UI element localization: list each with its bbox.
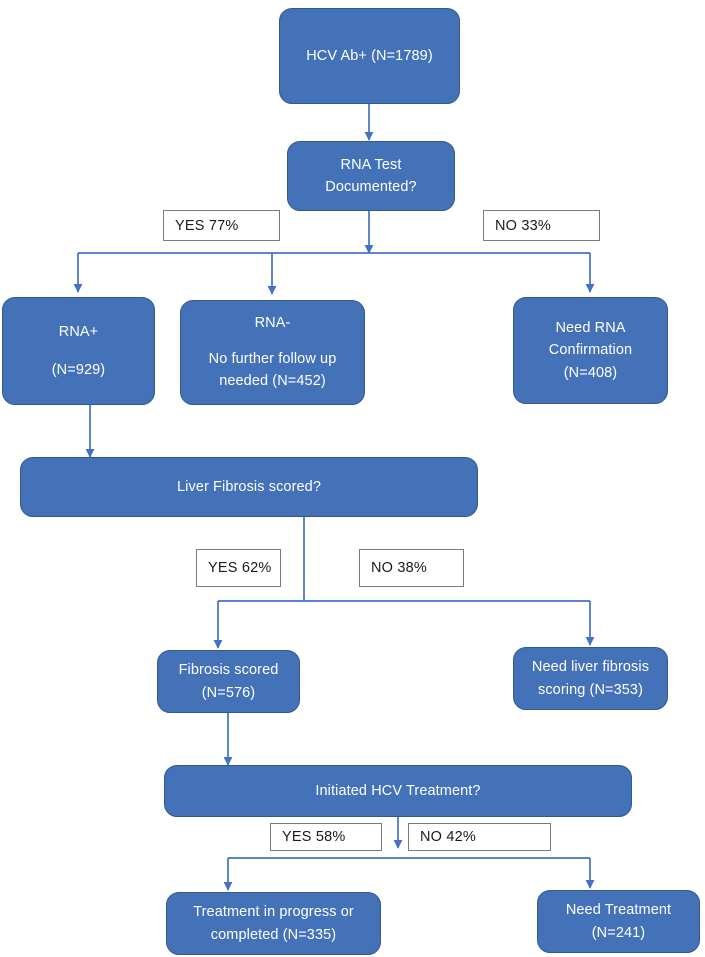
node-fibrosis-scored[interactable]: Fibrosis scored (N=576) <box>157 650 300 713</box>
node-line: scoring (N=353) <box>537 681 644 698</box>
edge-label-fibrosis-yes: YES 62% <box>196 549 281 587</box>
node-liver-fibrosis-scored-question[interactable]: Liver Fibrosis scored? <box>20 457 478 517</box>
node-rna-negative[interactable]: RNA- No further follow up needed (N=452) <box>180 300 365 405</box>
node-line: (N=576) <box>201 684 256 701</box>
node-line: Need Treatment <box>565 902 672 919</box>
node-line: (N=241) <box>591 924 646 941</box>
node-line: (N=929) <box>51 362 106 378</box>
node-line: Fibrosis scored <box>178 662 279 679</box>
node-need-rna-confirmation[interactable]: Need RNA Confirmation (N=408) <box>513 297 668 404</box>
node-line: Need RNA <box>555 319 626 336</box>
node-line: HCV Ab+ (N=1789) <box>306 47 433 64</box>
edge-label-text: NO 38% <box>371 560 427 576</box>
edge-label-text: NO 42% <box>420 829 476 845</box>
node-line: Documented? <box>325 179 417 195</box>
node-line: Confirmation <box>548 342 633 359</box>
node-line: RNA- <box>254 315 291 332</box>
edge-label-rna-yes: YES 77% <box>163 210 280 241</box>
node-treatment-in-progress-or-completed[interactable]: Treatment in progress or completed (N=33… <box>166 892 381 955</box>
node-line: Treatment in progress or <box>193 904 354 921</box>
node-line: RNA+ <box>58 323 99 340</box>
node-line: needed (N=452) <box>219 373 326 390</box>
edge-label-fibrosis-no: NO 38% <box>359 549 464 587</box>
edge-label-treatment-yes: YES 58% <box>270 823 382 851</box>
node-need-liver-fibrosis-scoring[interactable]: Need liver fibrosis scoring (N=353) <box>513 647 668 710</box>
node-need-treatment[interactable]: Need Treatment (N=241) <box>537 890 700 953</box>
edge-label-rna-no: NO 33% <box>483 210 600 241</box>
node-hcv-ab-positive[interactable]: HCV Ab+ (N=1789) <box>279 8 460 104</box>
edge-label-text: YES 62% <box>208 560 272 576</box>
node-rna-positive[interactable]: RNA+ (N=929) <box>2 297 155 405</box>
node-line: No further follow up <box>208 350 337 367</box>
node-line: RNA Test <box>340 156 402 173</box>
edge-label-text: NO 33% <box>495 217 551 234</box>
node-line: Liver Fibrosis scored? <box>176 478 322 495</box>
node-line: Need liver fibrosis <box>531 659 650 676</box>
edge-label-text: YES 77% <box>175 217 239 234</box>
edge-label-treatment-no: NO 42% <box>408 823 551 851</box>
node-line: completed (N=335) <box>210 926 337 943</box>
node-line: Initiated HCV Treatment? <box>315 782 481 799</box>
node-initiated-hcv-treatment-question[interactable]: Initiated HCV Treatment? <box>164 765 632 817</box>
edge-label-text: YES 58% <box>282 829 346 845</box>
node-rna-test-documented[interactable]: RNA Test Documented? <box>287 141 455 211</box>
node-line: (N=408) <box>563 364 618 381</box>
